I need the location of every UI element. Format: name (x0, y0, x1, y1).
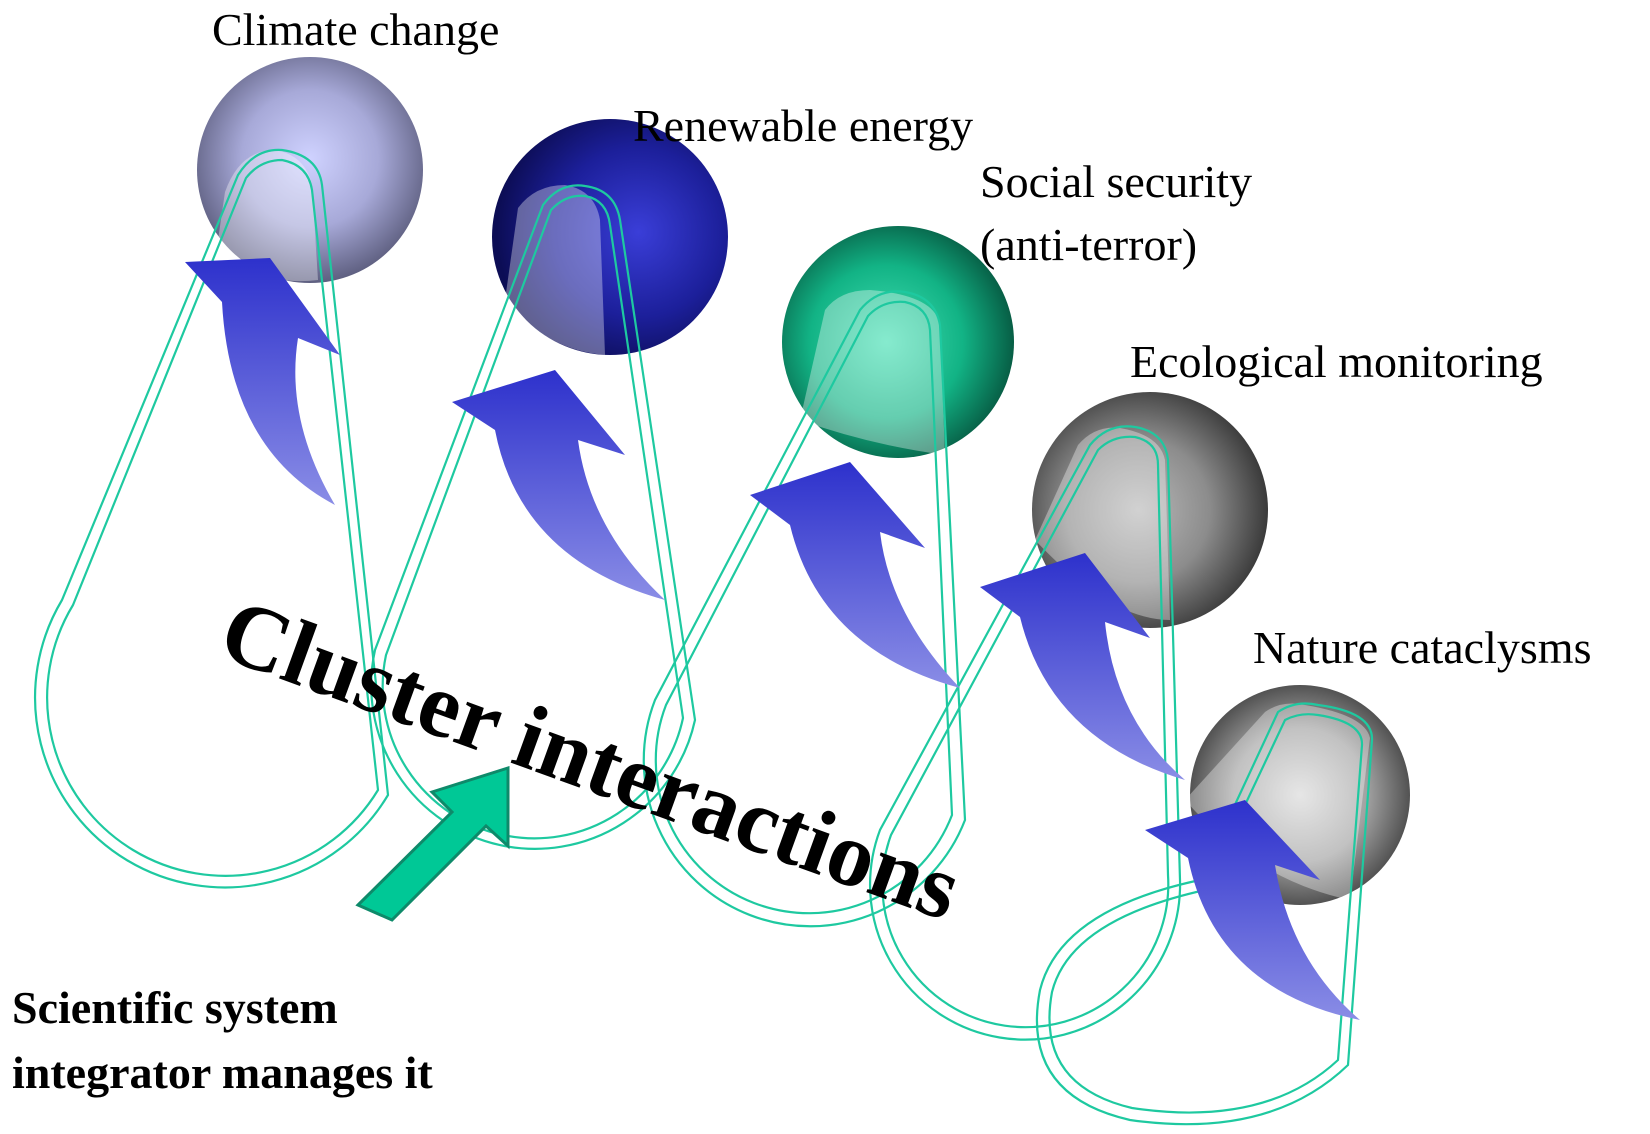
cluster-label-renewable-energy: Renewable energy (633, 100, 973, 151)
cluster-label-ecological-monitoring: Ecological monitoring (1130, 336, 1543, 387)
curved-arrow-2 (452, 370, 665, 600)
cluster-climate-change-sphere (197, 57, 423, 283)
cluster-renewable-energy-highlight (505, 185, 605, 355)
curved-arrow-5 (1145, 800, 1360, 1020)
cluster-renewable-energy-sphere (492, 119, 728, 355)
cluster-social-security-sphere (782, 226, 1014, 458)
cluster-nature-cataclysms-highlight (1185, 703, 1370, 900)
interaction-loops (33, 148, 1374, 1126)
curved-arrow-1 (185, 258, 340, 505)
cluster-label-social-security-line2: (anti-terror) (980, 219, 1197, 270)
caption-line-1: Scientific system (12, 982, 338, 1033)
blue-curved-arrows (185, 258, 1360, 1020)
green-arrow (355, 765, 510, 922)
cluster-label-social-security-line1: Social security (980, 156, 1252, 207)
caption-line-2: integrator manages it (12, 1047, 433, 1098)
curved-arrow-3 (750, 462, 960, 688)
cluster-label-nature-cataclysms: Nature cataclysms (1253, 622, 1591, 673)
cluster-social-security-highlight (800, 290, 945, 455)
curved-arrow-4 (980, 553, 1185, 780)
cluster-label-climate-change: Climate change (212, 4, 499, 55)
